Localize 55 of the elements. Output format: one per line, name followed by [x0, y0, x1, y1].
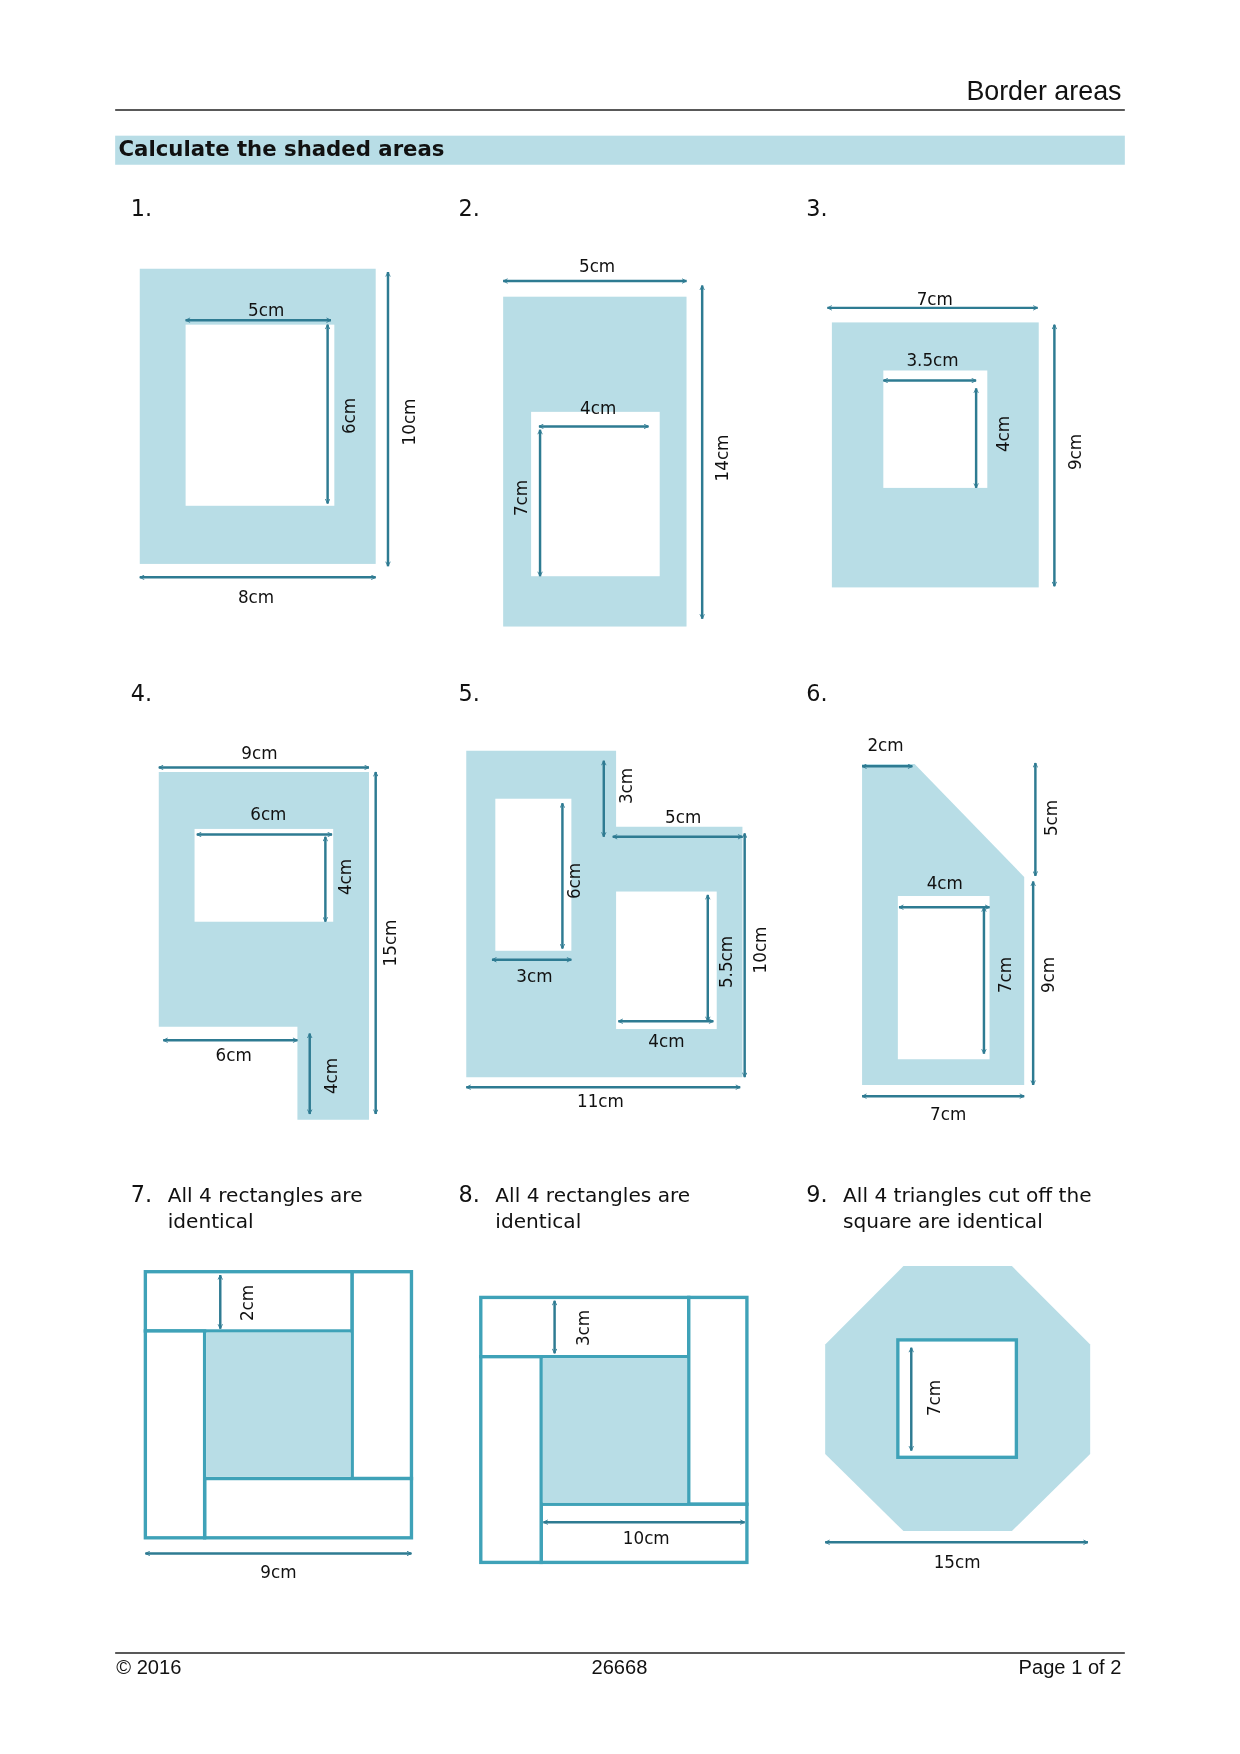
dimension-label: 7cm [512, 479, 532, 516]
dimension-label: 10cm [751, 926, 772, 974]
dimension-label: 6cm [215, 1045, 252, 1066]
dimension-label: 5cm [665, 808, 702, 829]
dimension-label: 14cm [713, 435, 734, 482]
dimension-label: 5cm [248, 301, 285, 321]
dimension-label: 2cm [238, 1284, 258, 1321]
dimension-label: 3.5cm [906, 351, 959, 371]
problem-number: 7. [130, 1182, 153, 1209]
dimension-label: 9cm [260, 1563, 297, 1583]
dimension-label: 5.5cm [717, 935, 737, 988]
dimension-label: 9cm [241, 744, 278, 764]
dimension-label: 9cm [1039, 956, 1059, 994]
dimension-label: 9cm [1066, 433, 1086, 470]
problem-number: 2. [458, 196, 480, 222]
dimension-label: 10cm [400, 398, 420, 445]
dimension-label: 6cm [250, 805, 287, 825]
dimension-label: 4cm [335, 858, 356, 895]
dimension-label: 7cm [925, 1379, 945, 1416]
dimension-label: 6cm [340, 397, 360, 435]
dimension-label: 4cm [322, 1057, 342, 1094]
problem-number: 9. [806, 1182, 828, 1209]
problem-number: 5. [458, 681, 480, 708]
problem-number: 3. [806, 196, 828, 222]
problem-number: 4. [130, 681, 153, 708]
dimension-label: 3cm [574, 1310, 594, 1347]
problem-statement: All 4 rectangles are identical [495, 1181, 692, 1235]
dimension-label: 8cm [237, 588, 275, 608]
dimension-label: 5cm [578, 257, 616, 277]
footer-text: © 2016 [116, 1656, 182, 1680]
dimension-label: 2cm [867, 736, 904, 756]
problem-statement: All 4 rectangles are identical [167, 1181, 364, 1235]
problem-number: 6. [806, 681, 828, 708]
dimension-label: 7cm [916, 290, 953, 310]
dimension-label: 3cm [516, 967, 553, 987]
dimension-label: 4cm [926, 874, 963, 895]
problem-number: 8. [458, 1182, 480, 1209]
problem-statement: All 4 triangles cut off the square are identical [843, 1181, 1093, 1235]
dimension-label: 3cm [617, 767, 637, 805]
dimension-label: 7cm [996, 956, 1016, 994]
page-title: Border areas [966, 75, 1122, 106]
dimension-label: 5cm [1042, 800, 1062, 837]
dimension-label: 4cm [994, 415, 1014, 452]
dimension-label: 4cm [648, 1032, 685, 1052]
dimension-label: 11cm [577, 1092, 624, 1113]
problem-number: 1. [130, 196, 153, 222]
dimension-label: 10cm [622, 1528, 670, 1549]
footer-text: Page 1 of 2 [1018, 1656, 1122, 1680]
footer-text: 26668 [591, 1656, 648, 1680]
section-heading: Calculate the shaded areas [118, 136, 445, 161]
dimension-label: 7cm [930, 1105, 967, 1125]
dimension-label: 15cm [381, 919, 401, 966]
dimension-label: 4cm [580, 399, 617, 419]
dimension-label: 6cm [565, 862, 585, 900]
dimension-label: 15cm [933, 1553, 981, 1573]
